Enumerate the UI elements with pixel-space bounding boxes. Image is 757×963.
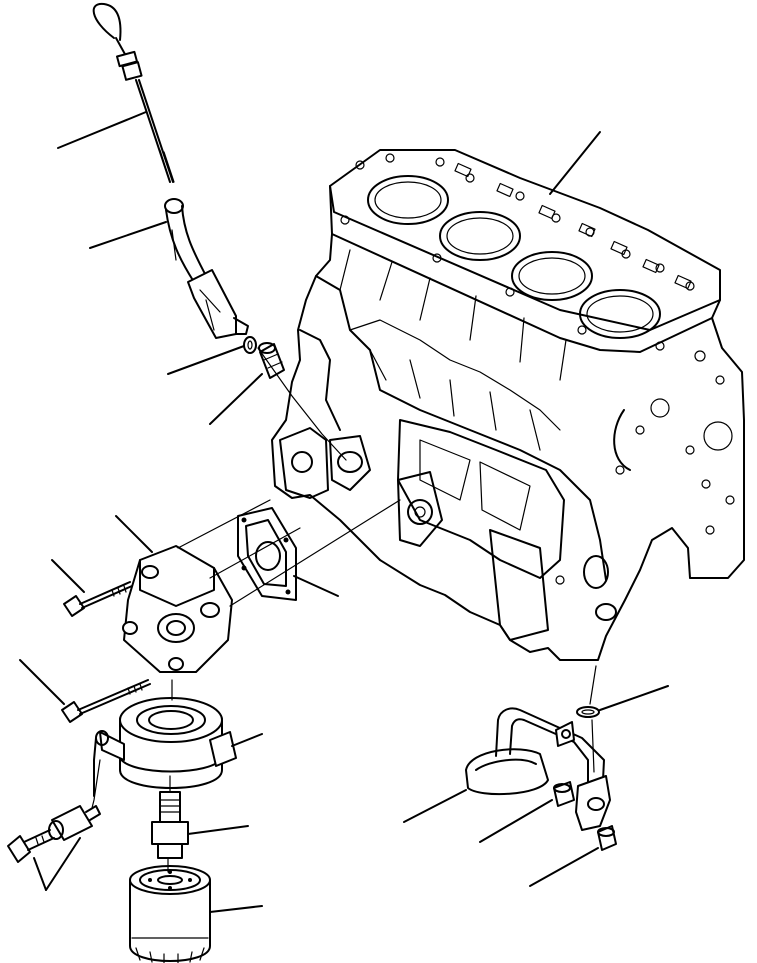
leader-filter [209, 905, 263, 913]
dipstick [92, 2, 175, 183]
leader-gasket [293, 575, 339, 597]
strainer-bolt-lower [597, 825, 617, 851]
bolt-short [63, 581, 133, 617]
leader-adapter [209, 373, 263, 425]
leader-filter-head [115, 515, 153, 553]
leader-strainer-bolt-lower [529, 847, 599, 887]
tube-adapter [258, 342, 285, 379]
leader-lines [19, 111, 669, 913]
leader-strainer-o-ring [599, 685, 669, 711]
cylinder-block [271, 149, 745, 661]
dipstick-guide-tube [164, 198, 249, 339]
leader-o-ring [167, 345, 245, 375]
leader-bolt-pair-b [45, 837, 81, 891]
strainer-bolt [553, 781, 575, 807]
leader-nipple [187, 825, 249, 835]
bolt-long [61, 679, 151, 723]
leader-oil-cooler [231, 733, 263, 747]
leader-strainer-bolt [479, 799, 553, 843]
strainer-o-ring [576, 706, 600, 718]
oil-strainer [465, 707, 611, 831]
o-ring [243, 336, 257, 354]
bolt-pair [7, 829, 55, 863]
leader-dipstick [57, 111, 147, 149]
hose-fitting [48, 805, 101, 841]
leader-bolt-short [51, 559, 85, 593]
oil-filter-cartridge [129, 865, 211, 963]
leader-strainer [403, 789, 467, 823]
oil-filter-head [122, 545, 233, 673]
assembly-center-lines [91, 229, 597, 873]
nipple [151, 791, 189, 859]
leader-cylinder-block [549, 131, 601, 195]
leader-bolt-long [19, 659, 65, 705]
leader-guide-tube [89, 221, 167, 249]
gasket [237, 507, 297, 601]
leader-bolt-pair-a [33, 857, 47, 891]
oil-cooler [93, 697, 237, 797]
